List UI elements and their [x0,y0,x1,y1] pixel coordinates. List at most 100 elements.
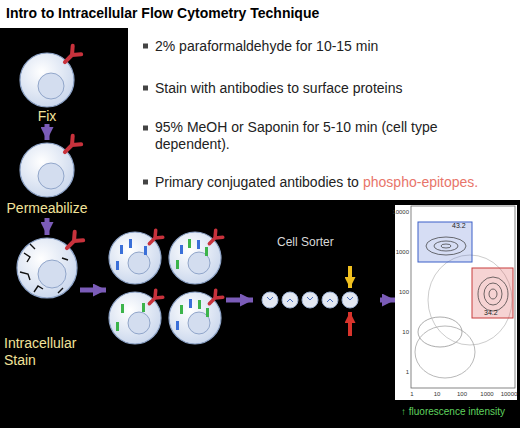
highlight-text: phospho-epitopes. [363,174,478,191]
step-label: Permeabilize [2,200,92,216]
axis-tick: 10 [402,328,409,336]
intracellular-antibody [176,321,179,330]
intracellular-antibody [206,308,209,317]
axis-tick: 1000 [480,390,493,398]
process-arrow [45,124,50,140]
density-contour [489,289,497,299]
step-text: Primary conjugated antibodies to [155,174,359,191]
sorter-label: Cell Sorter [277,235,377,249]
cell-nucleus [128,312,150,334]
antibody-symbol [61,46,82,67]
antibody-symbol [63,232,84,253]
bullet-square [143,86,148,91]
sorted-cell [262,292,278,308]
axis-tick: 10000 [392,208,409,216]
permeabilize-cell: Permeabilize [2,140,92,218]
laser-arrow [348,312,352,336]
antibody-symbol [146,230,163,247]
stained-cell [169,290,223,344]
density-contour [426,237,466,255]
cell-outline [169,232,221,284]
step-label: Intracellular Stain [4,335,92,369]
step-label: Fix [2,108,92,124]
gate-percent: 34.2 [484,308,498,317]
cell-outline [109,292,161,344]
density-contour [441,244,451,248]
laser-arrow [348,266,352,288]
axis-tick: 10000 [501,390,518,398]
antibody-symbol [206,290,223,307]
sorted-cell [302,292,318,308]
membrane-crack [20,244,68,293]
axis-tick: 1 [406,368,409,376]
process-arrow [380,298,395,303]
density-contour [418,317,462,347]
bullet-square [143,180,148,185]
bullet-square [143,44,148,49]
intracellular-antibody [197,240,200,249]
bullet-square [143,126,148,131]
gate-region [418,222,472,262]
intracellular-antibody [198,300,201,309]
cell-marker [267,297,353,302]
black-panel [0,28,520,428]
density-contour [434,241,458,251]
axis-tick: 100 [457,390,467,398]
gate-region [472,268,513,318]
stained-cell [109,230,163,284]
density-contour [428,255,512,345]
cell-outline [169,292,221,344]
cell-outline [17,238,77,298]
cell-nucleus [188,312,210,334]
fix-cell: Fix [2,44,92,124]
cell-nucleus [38,73,64,99]
intracellular-antibody [189,299,192,308]
process-arrow [45,218,50,235]
antibody-symbol [206,230,223,247]
intracellular-antibody [205,247,208,256]
step-text: 2% paraformaldehyde for 10-15 min [155,38,378,55]
sorted-cell [282,292,298,308]
density-contour [478,277,508,311]
plot-background [395,205,517,400]
cell-sorter: Cell Sorter [255,235,380,365]
axis-tick: 10 [434,390,441,398]
intracellular-antibody [116,322,119,331]
stained-cell [109,290,163,344]
intracellular-antibody [116,261,119,270]
intracellular-antibody [144,246,147,255]
intracellular-antibody [129,239,132,248]
gate-percent: 43.2 [452,221,466,230]
sorted-cell [342,292,358,308]
cell-nucleus [128,252,150,274]
intracellular-antibody [180,245,183,254]
antibody-symbol [61,136,82,157]
axis-caption: ↑ fluorescence intensity [401,406,515,418]
axis-tick: 1 [410,390,413,398]
cell-outline [109,232,161,284]
intracellular-antibody [180,305,183,314]
intracellular-antibody [142,303,145,312]
plot-frame [411,206,515,388]
sorted-cell [322,292,338,308]
axis-tick: 100 [399,288,409,296]
slide-title: Intro to Intracellular Flow Cytometry Te… [6,5,319,21]
step-text: Stain with antibodies to surface protein… [155,80,402,97]
density-contour [484,283,502,305]
intracellular-antibody [176,260,179,269]
intracellular-antibody [188,239,191,248]
axis-tick: 1000 [396,248,409,256]
cell-outline [20,53,74,107]
process-arrow [226,298,253,303]
density-contour [415,326,475,378]
cell-nucleus [188,252,210,274]
intracellular-antibody [121,304,124,313]
antibody-symbol [146,290,163,307]
process-arrow [80,288,106,293]
